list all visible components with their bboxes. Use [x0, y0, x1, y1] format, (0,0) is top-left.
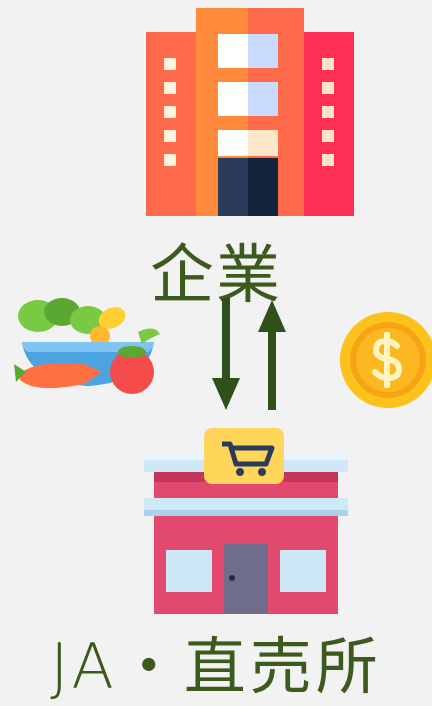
company-label: 企業	[150, 239, 282, 313]
down-arrow	[212, 298, 240, 410]
shop-with-cart-icon	[144, 428, 348, 614]
office-building-icon	[146, 8, 354, 216]
dollar-coin-icon	[340, 312, 432, 408]
vegetables-bowl-icon	[14, 298, 160, 394]
up-arrow	[258, 300, 286, 410]
store-label: JA・直売所	[50, 630, 382, 703]
